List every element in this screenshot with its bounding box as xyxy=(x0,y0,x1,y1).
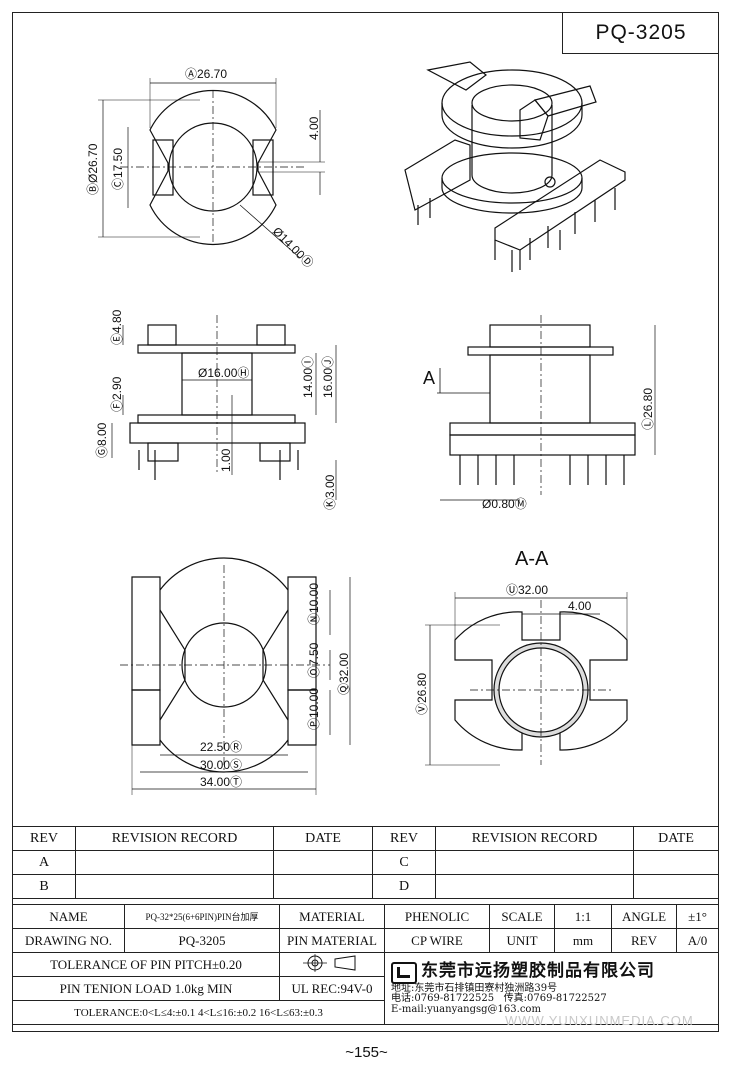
company-phone: 电话:0769-81722525 xyxy=(391,993,495,1005)
revision-row: B D xyxy=(12,874,719,899)
rev-header: REV xyxy=(12,826,76,851)
watermark: WWW.YUNXUNMEDIA.COM xyxy=(505,1013,694,1028)
front-view xyxy=(111,315,337,500)
revision-record-header-2: REVISION RECORD xyxy=(435,826,634,851)
dim-c: Ⓒ17.50 xyxy=(111,148,125,190)
projection-symbol xyxy=(279,952,385,977)
technical-drawing: Ⓐ26.70 ⒷØ26.70 Ⓒ17.50 4.00 Ø14.00Ⓓ xyxy=(86,61,656,795)
isometric-view xyxy=(404,61,626,272)
angle-value: ±1° xyxy=(676,904,719,929)
unit-value: mm xyxy=(554,928,612,953)
record-cell xyxy=(435,850,634,875)
dim-h: Ø16.00Ⓗ xyxy=(198,366,249,380)
top-view xyxy=(98,78,325,259)
company-fax: 传真:0769-81722527 xyxy=(503,993,607,1005)
rev-label: REV xyxy=(611,928,677,953)
pin-material-value: CP WIRE xyxy=(384,928,490,953)
date-cell xyxy=(633,850,719,875)
company-name: 东莞市远扬塑胶制品有限公司 xyxy=(421,960,655,981)
dim-l: Ⓛ26.80 xyxy=(641,388,655,430)
side-view xyxy=(437,315,656,501)
dim-one: 1.00 xyxy=(219,448,233,472)
angle-label: ANGLE xyxy=(611,904,677,929)
material-value: PHENOLIC xyxy=(384,904,490,929)
pin-material-label: PIN MATERIAL xyxy=(279,928,385,953)
dim-a: Ⓐ26.70 xyxy=(185,67,227,81)
rev-cell: B xyxy=(12,874,76,899)
name-label: NAME xyxy=(12,904,125,929)
third-angle-projection-icon xyxy=(303,953,356,972)
company-logo-icon xyxy=(391,961,417,984)
dim-q: Ⓠ32.00 xyxy=(337,653,351,695)
record-cell xyxy=(75,850,274,875)
dim-t: 34.00Ⓣ xyxy=(200,775,242,789)
dim-u: Ⓤ32.00 xyxy=(506,583,548,597)
company-email: E-mail:yuanyangsg@163.com xyxy=(391,1003,541,1015)
company-info: 东莞市远扬塑胶制品有限公司 地址:东莞市石排镇田寮村独洲路39号 电话:0769… xyxy=(384,952,719,1025)
ul-rating: UL REC:94V-0 xyxy=(279,976,385,1001)
record-cell xyxy=(435,874,634,899)
pin-pitch-tolerance: TOLERANCE OF PIN PITCH±0.20 xyxy=(12,952,280,977)
scale-value: 1:1 xyxy=(554,904,612,929)
rev-header-2: REV xyxy=(372,826,436,851)
dim-g: Ⓖ8.00 xyxy=(95,422,109,458)
revision-record-header: REVISION RECORD xyxy=(75,826,274,851)
revision-row: A C xyxy=(12,850,719,875)
date-cell xyxy=(633,874,719,899)
record-cell xyxy=(75,874,274,899)
dim-sec-slot: 4.00 xyxy=(568,599,592,613)
page-number: ~155~ xyxy=(345,1044,388,1061)
date-header-2: DATE xyxy=(633,826,719,851)
revision-header-row: REV REVISION RECORD DATE REV REVISION RE… xyxy=(12,826,719,851)
drawing-no-value: PQ-3205 xyxy=(124,928,280,953)
dim-j: 16.00Ⓙ xyxy=(321,356,335,398)
drawing-title: PQ-3205 xyxy=(562,12,719,54)
material-label: MATERIAL xyxy=(279,904,385,929)
section-arrow-label: A xyxy=(423,368,435,388)
dim-f: Ⓕ2.90 xyxy=(110,376,124,412)
dim-r: 22.50Ⓡ xyxy=(200,740,242,754)
rev-cell: C xyxy=(372,850,436,875)
dim-d: Ø14.00Ⓓ xyxy=(270,224,316,270)
title-block: NAME PQ-32*25(6+6PIN)PIN台加厚 MATERIAL PHE… xyxy=(12,904,719,1025)
unit-label: UNIT xyxy=(489,928,555,953)
company-address: 地址:东莞市石排镇田寮村独洲路39号 xyxy=(391,982,558,994)
rev-cell: A xyxy=(12,850,76,875)
drawing-no-label: DRAWING NO. xyxy=(12,928,125,953)
date-header: DATE xyxy=(273,826,373,851)
scale-label: SCALE xyxy=(489,904,555,929)
rev-cell: D xyxy=(372,874,436,899)
section-label: A-A xyxy=(515,548,549,570)
rev-value: A/0 xyxy=(676,928,719,953)
name-value: PQ-32*25(6+6PIN)PIN台加厚 xyxy=(124,904,280,929)
dim-s: 30.00Ⓢ xyxy=(200,758,242,772)
dim-b: ⒷØ26.70 xyxy=(86,143,100,195)
section-view xyxy=(425,592,628,766)
dim-i: 14.00Ⓘ xyxy=(301,356,315,398)
dim-n: Ⓝ10.00 xyxy=(307,583,321,625)
dim-top-slot: 4.00 xyxy=(307,116,321,140)
drawing-sheet xyxy=(12,12,719,1032)
pin-load: PIN TENION LOAD 1.0kg MIN xyxy=(12,976,280,1001)
dim-p: Ⓟ10.00 xyxy=(307,688,321,730)
general-tolerance: TOLERANCE:0<L≤4:±0.1 4<L≤16:±0.2 16<L≤63… xyxy=(12,1000,385,1025)
dim-v: Ⓥ26.80 xyxy=(415,673,429,715)
revision-table: REV REVISION RECORD DATE REV REVISION RE… xyxy=(12,826,719,899)
date-cell xyxy=(273,850,373,875)
dim-o: Ⓞ7.50 xyxy=(307,642,321,678)
dim-m: Ø0.80Ⓜ xyxy=(482,497,527,511)
dim-e: Ⓔ4.80 xyxy=(110,309,124,345)
date-cell xyxy=(273,874,373,899)
bottom-view xyxy=(120,557,351,795)
dim-k: Ⓚ3.00 xyxy=(323,474,337,510)
